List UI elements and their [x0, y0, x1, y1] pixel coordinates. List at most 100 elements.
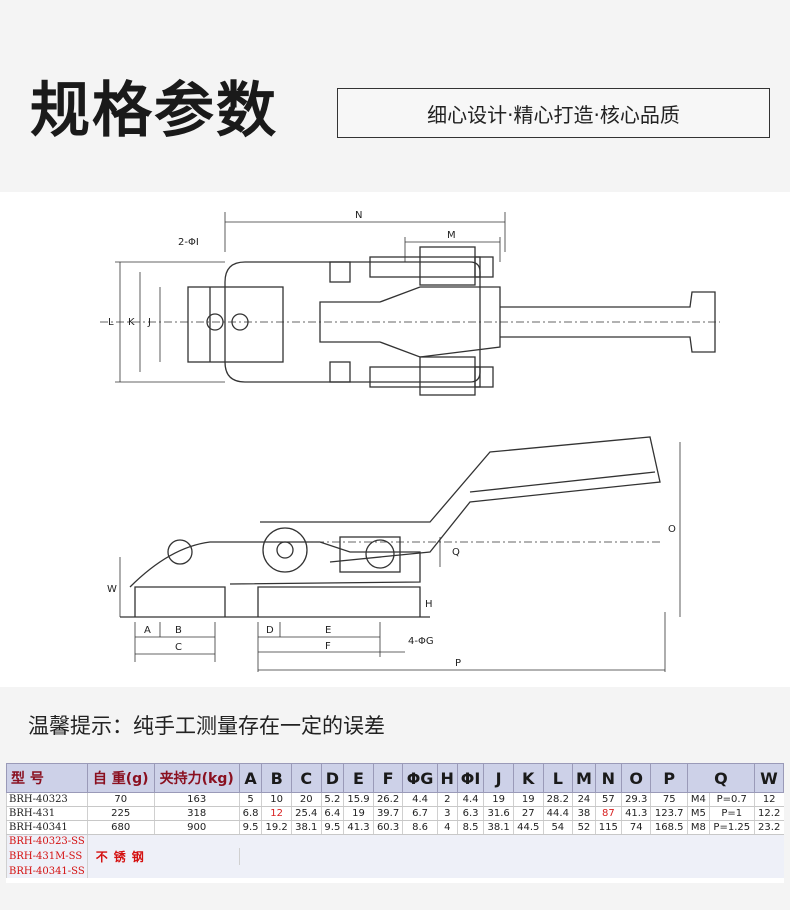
spec-table: 型 号 自 重(g) 夹持力(kg) A B C D E F ΦG H ΦI J… [6, 763, 785, 883]
cell: 19 [483, 792, 514, 807]
cell: 163 [153, 792, 240, 807]
header-weight: 自 重(g) [86, 763, 155, 793]
cell: BRH-40341-SS [6, 865, 88, 878]
cell: 41.3 [343, 820, 374, 835]
cell: P=0.7 [708, 792, 755, 807]
label-P: P [455, 658, 461, 669]
table-row: BRH-431M-SS 不锈钢 [6, 848, 784, 865]
cell: 38.1 [290, 820, 322, 835]
table-row: BRH-40341-SS [6, 865, 784, 878]
cell: 12.2 [753, 806, 784, 821]
cell: 3 [436, 806, 458, 821]
label-E: E [325, 625, 331, 636]
cell: 19 [343, 806, 374, 821]
cell: 44.5 [512, 820, 544, 835]
label-A: A [144, 625, 151, 636]
cell: 8.5 [456, 820, 484, 835]
label-Q: Q [452, 547, 460, 558]
cell: BRH-40341 [6, 820, 88, 835]
label-O: O [668, 524, 676, 535]
cell: 15.9 [343, 792, 374, 807]
label-G: 4-ΦG [408, 636, 434, 647]
cell: 41.3 [620, 806, 651, 821]
cell: 4.4 [402, 792, 438, 807]
header-Q: Q [686, 763, 755, 793]
cell: 60.3 [372, 820, 403, 835]
header-B: B [261, 763, 292, 793]
table-header-row: 型 号 自 重(g) 夹持力(kg) A B C D E F ΦG H ΦI J… [6, 763, 785, 793]
cell: 6.3 [456, 806, 484, 821]
header-J: J [483, 763, 514, 793]
cell: 6.4 [320, 806, 344, 821]
cell: 5.2 [320, 792, 344, 807]
label-L: L [108, 317, 114, 328]
cell: 28.2 [542, 792, 573, 807]
cell: 12 [753, 792, 784, 807]
measurement-tip: 温馨提示：纯手工测量存在一定的误差 [28, 714, 385, 738]
header-G: ΦG [402, 763, 438, 793]
cell: 29.3 [620, 792, 651, 807]
header: 规格参数 细心设计·精心打造·核心品质 [0, 0, 790, 185]
table-row: BRH-40323-SS [6, 834, 784, 848]
cell: 87 [594, 806, 622, 821]
header-N: N [594, 763, 622, 793]
cell: M4 [686, 792, 710, 807]
cell: 38 [572, 806, 596, 821]
cell: 74 [620, 820, 651, 835]
cell: 52 [572, 820, 596, 835]
header-O: O [620, 763, 652, 793]
label-J: J [147, 317, 151, 328]
page-title: 规格参数 [30, 76, 278, 146]
header-A: A [238, 763, 263, 793]
cell: 12 [261, 806, 292, 821]
cell: 2 [436, 792, 458, 807]
cell: 9.5 [320, 820, 344, 835]
header-M: M [572, 763, 596, 793]
header-force: 夹持力(kg) [153, 763, 240, 793]
header-P: P [650, 763, 688, 793]
cell: 44.4 [542, 806, 573, 821]
drawing-svg: N M L K J 2-ΦI O Q W H A B C D E F P 4-Φ… [100, 210, 720, 672]
cell: 4.4 [456, 792, 484, 807]
cell [86, 834, 784, 848]
header-I: ΦI [456, 763, 485, 793]
bottom-bar [0, 884, 790, 910]
cell: BRH-40323-SS [6, 834, 88, 848]
table-row: BRH-40323 70 163 5 10 20 5.2 15.9 26.2 4… [6, 792, 784, 807]
cell: 8.6 [402, 820, 438, 835]
header-model: 型 号 [6, 763, 88, 793]
cell: 31.6 [483, 806, 514, 821]
label-N: N [355, 210, 362, 221]
label-hole: 2-ΦI [178, 237, 199, 248]
cell: 168.5 [650, 820, 688, 835]
header-F: F [372, 763, 404, 793]
cell: 4 [436, 820, 458, 835]
header-D: D [320, 763, 345, 793]
cell: 38.1 [483, 820, 514, 835]
cell: 20 [290, 792, 322, 807]
cell: 900 [153, 820, 240, 835]
label-M: M [447, 230, 456, 241]
cell: 75 [650, 792, 688, 807]
cell: 115 [594, 820, 622, 835]
header-C: C [290, 763, 322, 793]
stainless-note: 不锈钢 [86, 848, 240, 865]
cell: 57 [594, 792, 622, 807]
cell: 70 [86, 792, 155, 807]
cell: M5 [686, 806, 710, 821]
cell: 39.7 [372, 806, 403, 821]
cell: 26.2 [372, 792, 403, 807]
header-H: H [436, 763, 458, 793]
label-W: W [107, 584, 117, 595]
label-D: D [266, 625, 274, 636]
label-B: B [175, 625, 182, 636]
header-L: L [542, 763, 574, 793]
cell: 225 [86, 806, 155, 821]
header-K: K [512, 763, 544, 793]
cell: 5 [238, 792, 262, 807]
cell: P=1.25 [708, 820, 755, 835]
cell: 23.2 [753, 820, 784, 835]
cell [86, 865, 784, 878]
header-E: E [343, 763, 374, 793]
cell: 9.5 [238, 820, 262, 835]
